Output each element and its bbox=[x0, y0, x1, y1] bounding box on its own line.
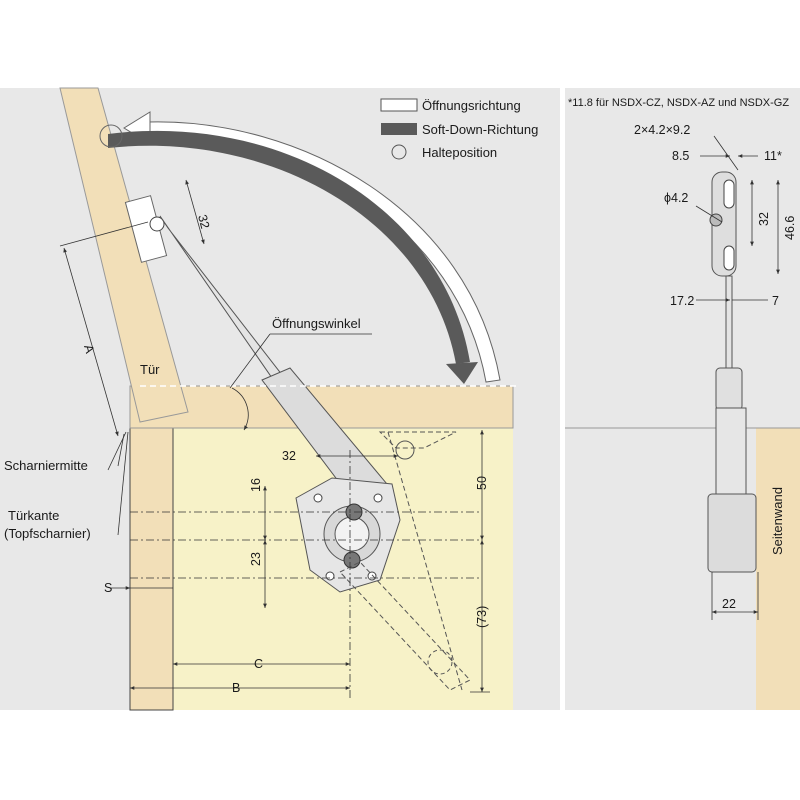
dim-22: 22 bbox=[722, 597, 736, 611]
dim-C: C bbox=[254, 657, 263, 671]
hub-screw-bottom bbox=[343, 551, 361, 569]
cabinet-side-wall bbox=[129, 427, 174, 711]
legend-soft-down-swatch bbox=[381, 123, 417, 135]
side-mechanism-base bbox=[707, 493, 757, 573]
dim-32-mid: 32 bbox=[282, 449, 296, 463]
legend-soft-down-label: Soft-Down-Richtung bbox=[422, 122, 538, 137]
dim-23: 23 bbox=[249, 552, 263, 566]
dim-16: 16 bbox=[249, 478, 263, 492]
door-label: Tür bbox=[140, 362, 160, 377]
dim-32-right: 32 bbox=[757, 212, 771, 226]
dim-46-6: 46.6 bbox=[783, 216, 797, 240]
legend-opening-swatch bbox=[380, 98, 418, 112]
lower-arm-dashed bbox=[339, 561, 471, 691]
legend-hold-label: Halteposition bbox=[422, 145, 497, 160]
dim-8-5: 8.5 bbox=[672, 149, 689, 163]
dim-S: S bbox=[104, 581, 112, 595]
hinge-center-label: Scharniermitte bbox=[4, 458, 88, 473]
door-edge-label: Türkante bbox=[8, 508, 59, 523]
opening-angle-arc bbox=[231, 387, 249, 431]
dim-73: (73) bbox=[475, 606, 489, 628]
side-stay-body bbox=[715, 367, 743, 411]
dim-50: 50 bbox=[475, 476, 489, 490]
dim-11: 11* bbox=[764, 149, 782, 163]
dim-17-2: 17.2 bbox=[670, 294, 694, 308]
soft-down-arrow bbox=[108, 130, 470, 364]
legend-hold-circle bbox=[391, 144, 407, 160]
door-edge-sub-label: (Topfscharnier) bbox=[4, 526, 91, 541]
dim-7: 7 bbox=[772, 294, 779, 308]
side-stay-rod bbox=[725, 275, 733, 373]
dim-phi: ϕ4.2 bbox=[664, 191, 688, 205]
dim-B: B bbox=[232, 681, 240, 695]
note-text: *11.8 für NSDX-CZ, NSDX-AZ und NSDX-GZ bbox=[568, 97, 789, 109]
opening-angle-label: Öffnungswinkel bbox=[272, 316, 361, 331]
side-wall bbox=[756, 428, 800, 710]
dim-slot: 2×4.2×9.2 bbox=[634, 123, 690, 137]
soft-down-arrow-head bbox=[446, 362, 478, 384]
legend-opening-label: Öffnungsrichtung bbox=[422, 98, 521, 113]
side-wall-label: Seitenwand bbox=[770, 487, 785, 555]
hold-position-circle bbox=[99, 124, 123, 148]
door-bracket-pivot bbox=[149, 216, 165, 232]
side-mechanism bbox=[715, 407, 747, 495]
dim-32-top: 32 bbox=[195, 213, 212, 230]
